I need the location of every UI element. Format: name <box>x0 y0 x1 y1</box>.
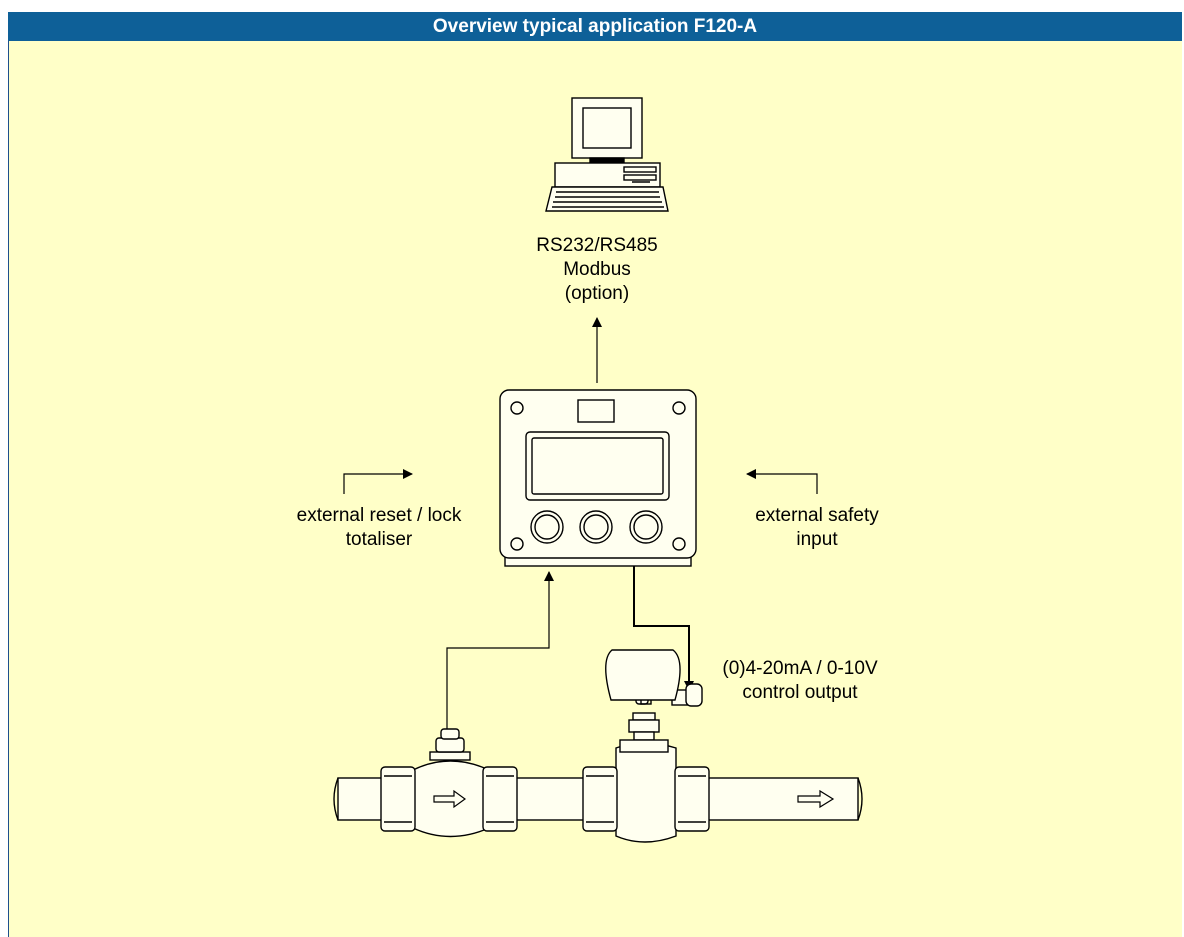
safety-input-arrow <box>746 469 818 494</box>
flow-direction-arrow-icon <box>433 789 467 809</box>
indicator-device <box>499 389 697 567</box>
computer-icon <box>545 97 669 212</box>
computer-label-line3: (option) <box>565 283 629 304</box>
control-valve <box>582 649 710 843</box>
computer-label-line2: Modbus <box>563 259 631 280</box>
page-title: Overview typical application F120-A <box>8 12 1182 41</box>
flow-direction-arrow-icon <box>797 789 835 809</box>
reset-label-line1: external reset / lock <box>297 505 462 526</box>
flowmeter-signal-arrow <box>446 571 554 735</box>
safety-label-line2: input <box>796 529 838 550</box>
reset-input-arrow <box>343 469 413 494</box>
flow-meter <box>380 728 518 838</box>
output-label-line1: (0)4-20mA / 0-10V <box>722 658 878 679</box>
reset-label-line2: totaliser <box>346 529 413 550</box>
output-label-line2: control output <box>742 682 858 703</box>
safety-label-line1: external safety <box>755 505 879 526</box>
computer-label-line1: RS232/RS485 <box>536 235 657 256</box>
control-output-arrow <box>633 566 694 691</box>
